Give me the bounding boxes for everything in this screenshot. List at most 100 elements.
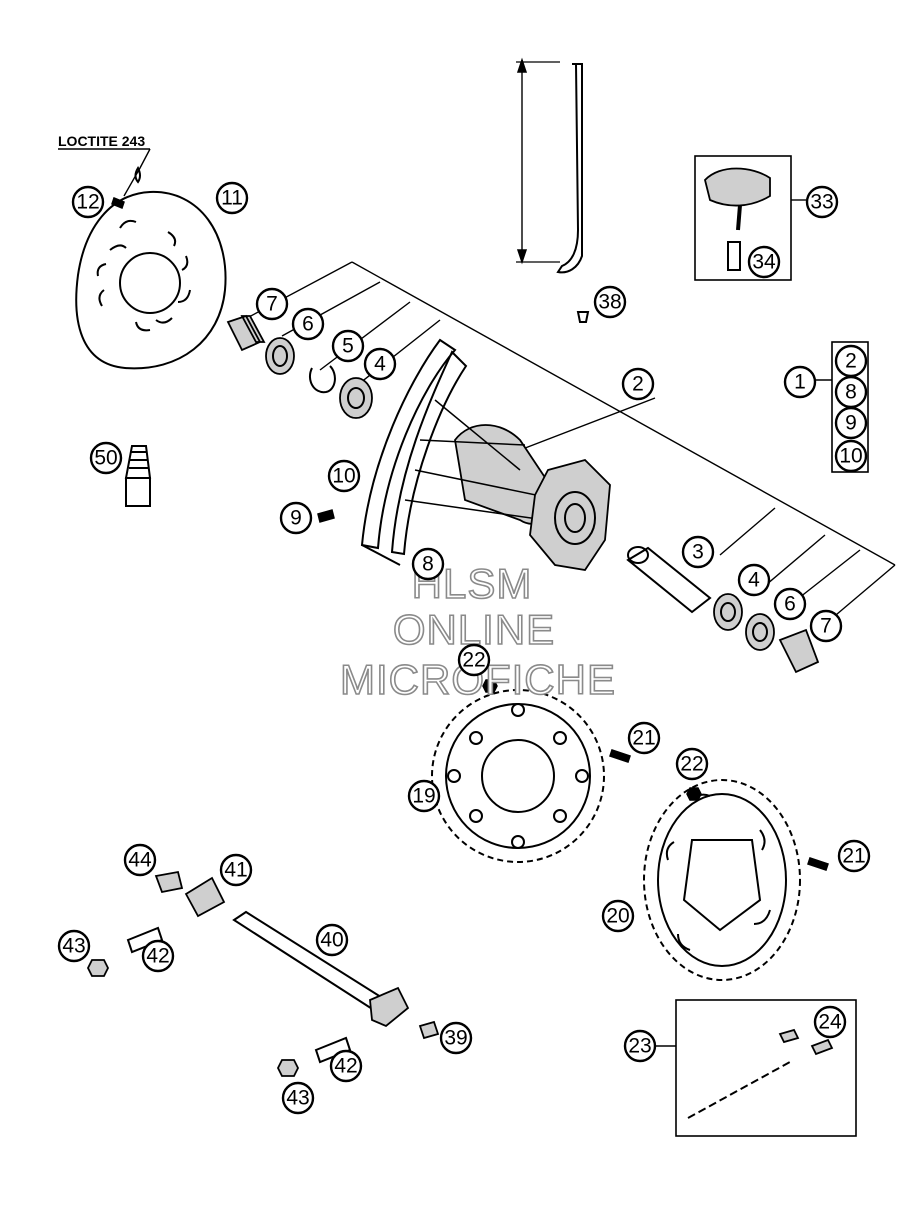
svg-text:4: 4: [748, 569, 760, 592]
callout-19: 19: [407, 779, 441, 813]
callout-22-top: 22: [457, 643, 491, 677]
chain-icon: [687, 1061, 791, 1119]
callout-9-nipple: 9: [279, 501, 313, 535]
loctite-note: LOCTITE 243: [58, 133, 151, 197]
callout-21-top: 21: [627, 721, 661, 755]
disc-screw-icon: [111, 197, 125, 209]
callout-38: 38: [593, 285, 627, 319]
valve-stem-icon: [124, 445, 152, 507]
adjuster-nut-icon-2: [276, 1059, 300, 1077]
sprocket-19-icon: [431, 689, 605, 863]
callout-4-right: 4: [737, 563, 771, 597]
bearing-left-icon: [339, 377, 373, 419]
callout-4-left: 4: [363, 347, 397, 381]
tube-icon: [704, 167, 771, 207]
svg-text:2: 2: [845, 350, 857, 373]
callout-44: 44: [123, 843, 157, 877]
spacer-right-icon: [778, 628, 820, 674]
axle-icon: [232, 910, 410, 1028]
svg-text:50: 50: [94, 447, 117, 470]
axle-cap-nut-icon: [418, 1020, 440, 1040]
svg-text:9: 9: [290, 507, 302, 530]
svg-text:10: 10: [839, 445, 862, 468]
svg-text:7: 7: [266, 293, 278, 316]
svg-text:2: 2: [632, 373, 644, 396]
spacer-sleeve-icon: [626, 546, 712, 614]
left-hub-parts: [226, 314, 373, 419]
chain-adjuster-left-icon: [184, 876, 226, 918]
adjuster-screw-icon: [126, 926, 164, 954]
callout-23: 23: [623, 1029, 657, 1063]
callout-20: 20: [601, 899, 635, 933]
callout-50: 50: [89, 441, 123, 475]
callout-43-right: 43: [281, 1081, 315, 1115]
brake-disc-icon: [75, 190, 227, 370]
seal-left-icon: [265, 337, 295, 375]
callout-7-right: 7: [809, 609, 843, 643]
svg-text:3: 3: [692, 541, 704, 564]
svg-text:43: 43: [62, 935, 85, 958]
svg-text:11: 11: [221, 187, 243, 210]
svg-text:39: 39: [444, 1027, 467, 1050]
svg-text:1: 1: [794, 371, 806, 394]
callout-8-group: 8: [834, 375, 868, 409]
svg-text:24: 24: [818, 1011, 842, 1034]
svg-text:5: 5: [342, 335, 354, 358]
callout-2-group: 2: [834, 344, 868, 378]
svg-text:4: 4: [374, 353, 386, 376]
svg-text:19: 19: [412, 785, 435, 808]
sprocket-screw-icon-2: [807, 857, 829, 871]
hub-flange-icon: [529, 458, 611, 571]
svg-text:22: 22: [680, 753, 703, 776]
callout-12: 12: [71, 185, 105, 219]
callout-3: 3: [681, 535, 715, 569]
svg-text:21: 21: [842, 845, 865, 868]
callouts: 11 12 7 6 5 4 2 33 34 38 1 2 8 9 10 50 1…: [57, 181, 871, 1115]
adjuster-nut-icon: [86, 959, 110, 977]
sprocket-screw-icon: [609, 749, 631, 763]
callout-9-group: 9: [834, 406, 868, 440]
svg-text:44: 44: [128, 849, 152, 872]
sprocket-nut-icon: [482, 679, 498, 693]
svg-text:8: 8: [422, 553, 434, 576]
svg-text:38: 38: [598, 291, 621, 314]
callout-10-rim: 10: [327, 459, 361, 493]
callout-10-group: 10: [834, 439, 868, 473]
callout-6-right: 6: [773, 587, 807, 621]
svg-text:33: 33: [810, 191, 833, 214]
right-hub-parts: [626, 546, 820, 674]
sprocket-20-icon: [643, 779, 801, 981]
axis-guide-lines: [231, 261, 896, 621]
spoke-nipple-icon: [576, 311, 590, 323]
svg-text:6: 6: [784, 593, 796, 616]
callout-40: 40: [315, 923, 349, 957]
callout-21-right: 21: [837, 839, 871, 873]
axle-nut-icon: [154, 870, 184, 894]
svg-text:22: 22: [462, 649, 485, 672]
svg-text:7: 7: [820, 615, 832, 638]
svg-text:6: 6: [302, 313, 314, 336]
callout-22-right: 22: [675, 747, 709, 781]
spacer-left-icon: [226, 314, 266, 352]
tube-box: [694, 155, 806, 281]
rim-nipple-icon: [317, 509, 335, 523]
chain-box: [656, 999, 857, 1137]
seal-right-icon: [745, 613, 775, 651]
svg-text:12: 12: [76, 191, 99, 214]
svg-text:43: 43: [286, 1087, 309, 1110]
callout-42-left: 42: [141, 939, 175, 973]
watermark: HLSM ONLINE MICROFICHE: [339, 559, 616, 704]
chain-link-icon: [778, 1028, 834, 1056]
svg-text:10: 10: [332, 465, 355, 488]
svg-text:42: 42: [334, 1055, 357, 1078]
svg-text:8: 8: [845, 381, 857, 404]
adjuster-screw-icon-2: [314, 1036, 352, 1064]
callout-8-spoke: 8: [411, 547, 445, 581]
callout-7-left: 7: [255, 287, 289, 321]
circlip-icon: [308, 365, 336, 394]
rim-icon: [360, 338, 468, 566]
svg-text:34: 34: [752, 251, 776, 274]
callout-6-left: 6: [291, 307, 325, 341]
spoke-icon: [516, 57, 583, 274]
